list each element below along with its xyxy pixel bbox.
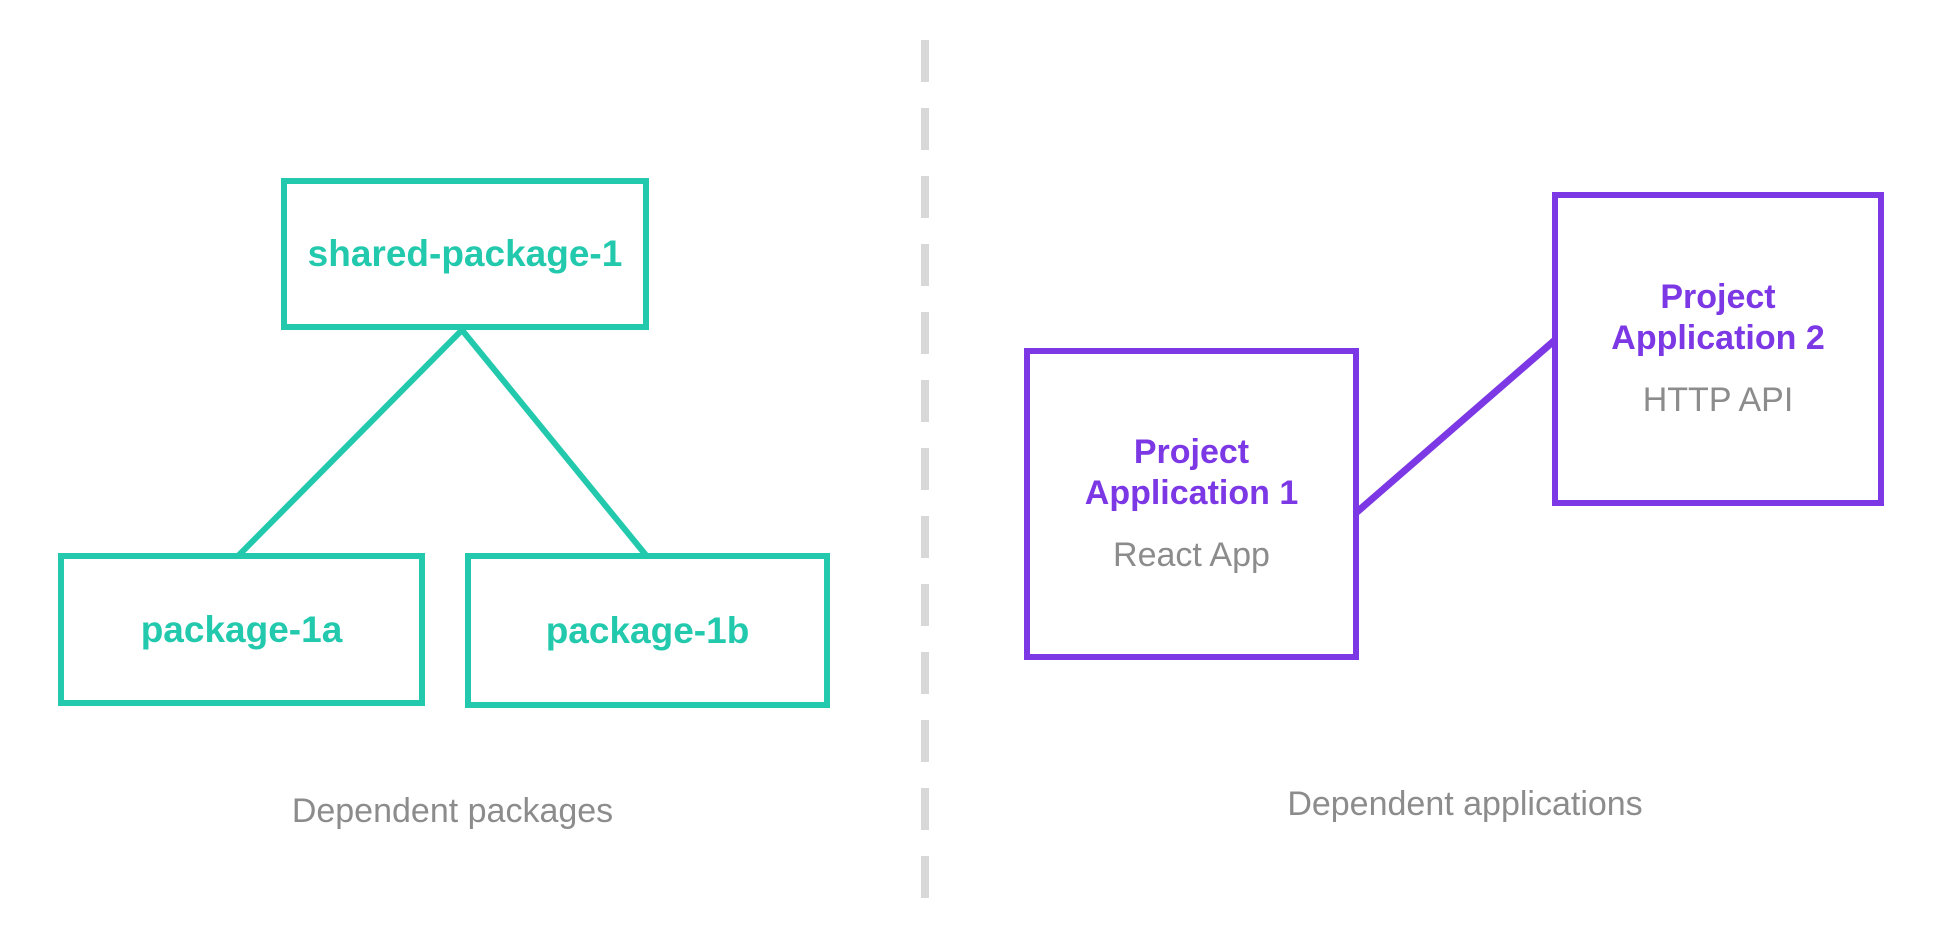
node-project-application-1-title: Project Application 1 [1084, 433, 1299, 512]
caption-dependent-packages: Dependent packages [291, 792, 614, 830]
node-package-1a[interactable]: package-1a [58, 553, 425, 706]
edge-application-1-to-application-2 [1352, 335, 1560, 517]
node-package-1b[interactable]: package-1b [465, 553, 830, 708]
node-project-application-1[interactable]: Project Application 1 React App [1024, 348, 1359, 660]
edge-shared-package-1-to-package-1a [235, 325, 467, 559]
node-project-application-2-title: Project Application 2 [1611, 278, 1825, 357]
node-shared-package-1-label: shared-package-1 [307, 233, 623, 275]
edge-shared-package-1-to-package-1b [457, 325, 650, 559]
node-package-1b-label: package-1b [545, 609, 750, 651]
node-project-application-2[interactable]: Project Application 2 HTTP API [1552, 192, 1884, 506]
node-package-1a-label: package-1a [140, 608, 343, 650]
node-shared-package-1[interactable]: shared-package-1 [281, 178, 649, 330]
caption-dependent-applications: Dependent applications [1287, 785, 1643, 823]
node-project-application-2-subtitle: HTTP API [1642, 380, 1794, 419]
node-project-application-1-subtitle: React App [1113, 535, 1270, 574]
